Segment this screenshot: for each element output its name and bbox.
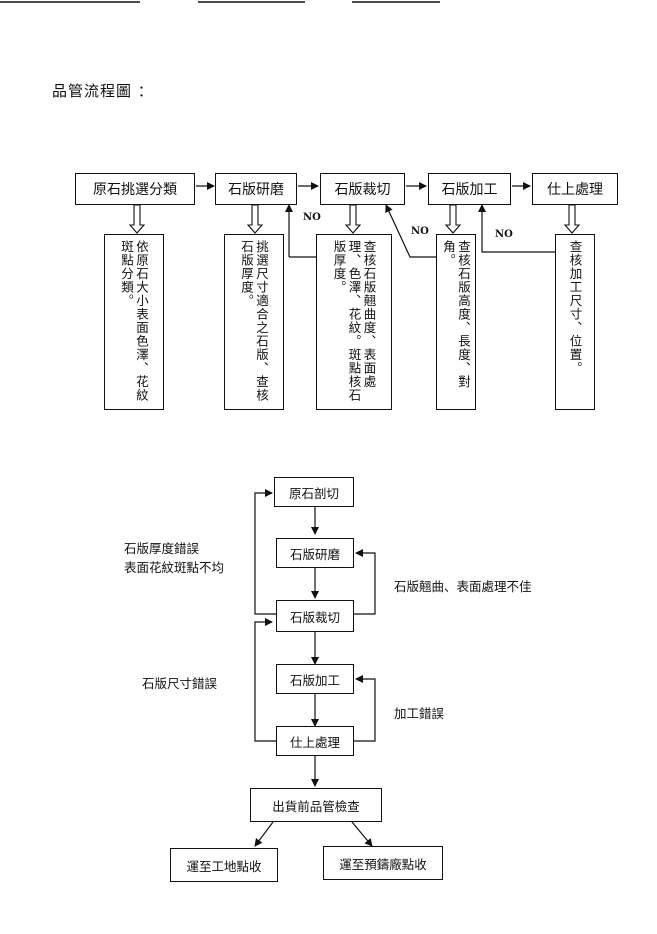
top-step-slab-processing: 石版加工 — [428, 173, 511, 205]
check-text-3: 查核石版翹曲度、表面處理、色澤、花紋。斑點核石版厚度。 — [331, 240, 377, 402]
no-label-1: NO — [303, 212, 321, 223]
top-step-stone-selection: 原石挑選分類 — [75, 173, 195, 205]
no-loop-line-2 — [385, 204, 436, 258]
check-text-5: 查核加工尺寸、位置。 — [567, 240, 583, 375]
arrow-to-factory — [351, 821, 373, 847]
check-text-4: 查核石版高度、長度、對角。 — [441, 240, 471, 389]
note-process-error: 加工錯誤 — [394, 706, 445, 721]
check-box-4: 查核石版高度、長度、對角。 — [436, 234, 476, 410]
no-loop-line-3 — [478, 204, 555, 253]
no-label-2: NO — [411, 226, 429, 237]
down-arrow-check-4 — [444, 204, 462, 234]
top-step-slab-grinding: 石版研磨 — [215, 173, 297, 205]
no-label-3: NO — [495, 229, 513, 240]
note-size-error: 石版尺寸錯誤 — [142, 676, 218, 691]
loop-cut-to-grind — [354, 549, 376, 615]
destination-factory: 運至預鑄廠點收 — [323, 846, 443, 880]
check-box-3: 查核石版翹曲度、表面處理、色澤、花紋。斑點核石版厚度。 — [316, 234, 392, 410]
down-arrow-check-5 — [563, 204, 581, 234]
note-thickness-error: 石版厚度錯誤 — [124, 541, 200, 556]
down-arrow-check-3 — [344, 204, 362, 234]
loop-finish-to-process — [354, 675, 376, 742]
loop-finish-to-cut — [254, 618, 276, 742]
down-arrow-check-1 — [128, 204, 146, 234]
top-step-finishing: 仕上處理 — [532, 173, 618, 205]
check-box-2: 挑選尺寸適合之石版、查核石版厚度。 — [224, 234, 284, 410]
down-arrow-check-2 — [246, 204, 264, 234]
top-step-slab-cutting: 石版裁切 — [320, 173, 405, 205]
check-box-5: 查核加工尺寸、位置。 — [555, 234, 595, 410]
check-text-1: 依原石大小表面色澤、花紋斑點分類。 — [119, 240, 149, 402]
bottom-step-slab-grinding: 石版研磨 — [276, 538, 354, 568]
destination-site: 運至工地點收 — [170, 848, 278, 882]
note-warp-error: 石版翹曲、表面處理不佳 — [394, 579, 532, 594]
check-text-2: 挑選尺寸適合之石版、查核石版厚度。 — [239, 240, 269, 402]
bottom-step-slab-processing: 石版加工 — [276, 664, 354, 694]
note-surface-pattern: 表面花紋斑點不均 — [124, 560, 225, 575]
bottom-step-finishing: 仕上處理 — [276, 726, 354, 756]
check-box-1: 依原石大小表面色澤、花紋斑點分類。 — [104, 234, 164, 410]
bottom-step-slab-cutting: 石版裁切 — [276, 600, 354, 632]
bottom-step-stone-splitting: 原石剖切 — [274, 477, 354, 507]
page-title: 品管流程圖 ： — [52, 82, 154, 100]
loop-cut-to-split — [254, 489, 276, 615]
arrow-to-site — [254, 821, 274, 847]
bottom-step-qc-inspection: 出貨前品管檢查 — [250, 788, 382, 822]
